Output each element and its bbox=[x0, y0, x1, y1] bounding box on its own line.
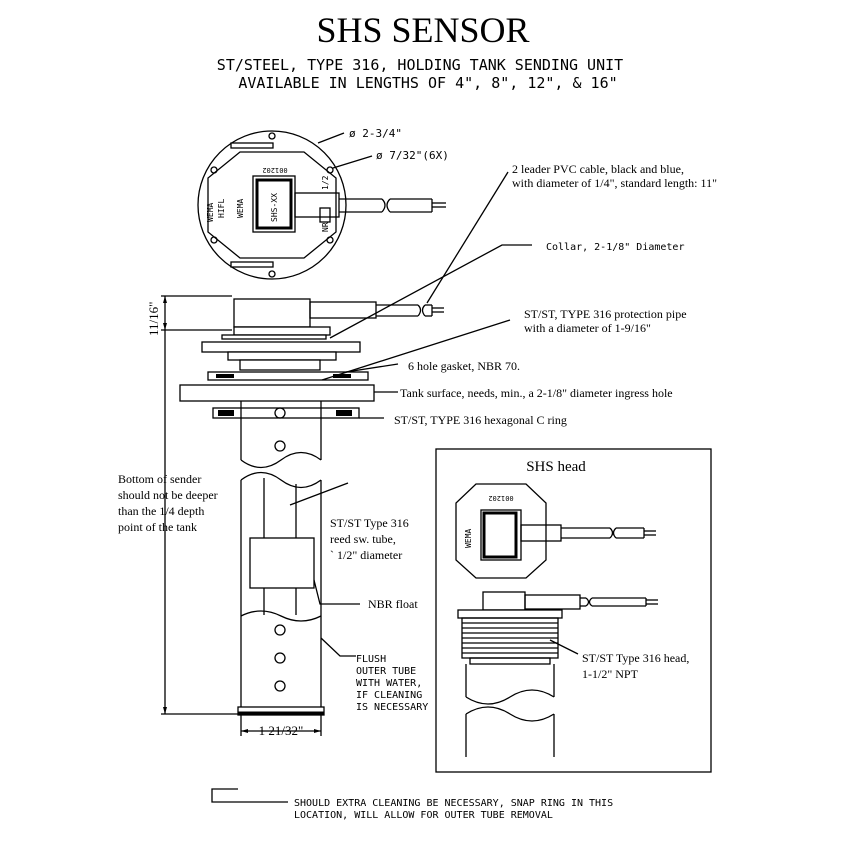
callouts: 2 leader PVC cable, black and blue, with… bbox=[118, 162, 717, 821]
mount-hole bbox=[326, 166, 334, 174]
flush-note-line5: IS NECESSARY bbox=[356, 702, 428, 713]
clamp-bar bbox=[230, 261, 274, 268]
flush-note-line3: WITH WATER, bbox=[356, 678, 422, 689]
bottom-note-line1: Bottom of sender bbox=[118, 472, 201, 486]
c-ring-note: ST/ST, TYPE 316 hexagonal C ring bbox=[394, 413, 567, 427]
head-code-label: 001202 bbox=[488, 494, 513, 502]
break-line bbox=[240, 471, 322, 489]
head-note-line2: 1-1/2" NPT bbox=[582, 667, 639, 681]
pipe-note-line1: ST/ST, TYPE 316 protection pipe bbox=[524, 307, 687, 321]
top-half-label: 1/2 bbox=[321, 175, 330, 190]
snap-ring-note-line1: SHOULD EXTRA CLEANING BE NECESSARY, SNAP… bbox=[294, 798, 613, 809]
head-detail-frame bbox=[435, 448, 712, 773]
c-ring bbox=[212, 407, 360, 419]
top-brand-label-3: WEMA bbox=[236, 199, 245, 218]
pipe-note-line2: with a diameter of 1-9/16" bbox=[524, 321, 651, 335]
dim-hole-diameter: ø 7/32"(6X) bbox=[376, 149, 449, 162]
head-side-cap bbox=[482, 591, 526, 611]
mount-hole bbox=[268, 132, 276, 140]
collar-neck bbox=[239, 359, 321, 371]
thread-base bbox=[469, 657, 551, 665]
bottom-note-line2: should not be deeper bbox=[118, 488, 218, 502]
tank-surface-note: Tank surface, needs, min., a 2-1/8" diam… bbox=[400, 386, 673, 400]
c-ring-slot bbox=[218, 410, 234, 416]
gasket-note: 6 hole gasket, NBR 70. bbox=[408, 359, 520, 373]
hex-nut-outline bbox=[207, 151, 337, 259]
top-view: 001202 SHS-XX WEMA HIFL WEMA 1/2 NR ø 2-… bbox=[197, 127, 449, 280]
reed-note-line2: reed sw. tube, bbox=[330, 532, 396, 546]
top-brand-label-1: WEMA bbox=[206, 203, 215, 222]
drawing-title: SHS SENSOR bbox=[316, 10, 529, 50]
head-side-gland bbox=[524, 594, 581, 610]
head-flange bbox=[457, 609, 563, 619]
snap-ring-note-line2: LOCATION, WILL ALLOW FOR OUTER TUBE REMO… bbox=[294, 810, 553, 821]
side-view: 1 21/32" 11/16" bbox=[146, 295, 444, 738]
gland-nut bbox=[319, 207, 331, 223]
mount-hole bbox=[268, 270, 276, 278]
bottom-cap bbox=[237, 706, 325, 716]
head-note-line1: ST/ST Type 316 head, bbox=[582, 651, 689, 665]
head-block-inner bbox=[482, 511, 518, 559]
head-brand-label: WEMA bbox=[464, 529, 473, 548]
head-detail-title: SHS head bbox=[526, 459, 586, 475]
dim-top-label: 11/16" bbox=[146, 302, 161, 336]
top-model-label: SHS-XX bbox=[270, 193, 279, 222]
bottom-note-line3: than the 1/4 depth bbox=[118, 504, 204, 518]
collar-lip bbox=[221, 334, 327, 340]
collar-step bbox=[227, 351, 337, 361]
flush-note-line1: FLUSH bbox=[356, 654, 386, 665]
cable-gland-side bbox=[309, 301, 377, 319]
break-line bbox=[240, 451, 322, 469]
pipe-hole bbox=[274, 440, 286, 452]
top-brand-label-2: HIFL bbox=[217, 199, 226, 218]
break-line bbox=[465, 706, 555, 722]
shs-head-detail: SHS head 001202 WEMA bbox=[435, 448, 712, 773]
mount-hole bbox=[326, 236, 334, 244]
mount-hole bbox=[210, 166, 218, 174]
cable-note-line2: with diameter of 1/4", standard length: … bbox=[512, 176, 717, 190]
flange-outer-circle bbox=[197, 130, 347, 280]
cable-note-line1: 2 leader PVC cable, black and blue, bbox=[512, 162, 684, 176]
collar-ring bbox=[233, 326, 331, 336]
subtitle-line1: ST/STEEL, TYPE 316, HOLDING TANK SENDING… bbox=[217, 56, 623, 74]
head-cap bbox=[233, 298, 311, 328]
collar-note: Collar, 2-1/8" Diameter bbox=[546, 242, 684, 253]
pipe-hole bbox=[274, 624, 286, 636]
mount-hole bbox=[210, 236, 218, 244]
head-gland bbox=[520, 524, 562, 542]
reed-note-line1: ST/ST Type 316 bbox=[330, 516, 409, 530]
dim-width-label: 1 21/32" bbox=[259, 723, 304, 738]
gasket-hole bbox=[333, 374, 351, 378]
collar-plate bbox=[201, 341, 361, 353]
top-code-label: 001202 bbox=[262, 166, 287, 174]
head-block-inner bbox=[255, 178, 293, 230]
pipe-hole bbox=[274, 407, 286, 419]
flush-note-line2: OUTER TUBE bbox=[356, 666, 416, 677]
c-ring-slot bbox=[336, 410, 352, 416]
gasket-hole bbox=[216, 374, 234, 378]
reed-note-line3: ` 1/2" diameter bbox=[330, 548, 402, 562]
break-line bbox=[465, 689, 555, 705]
tank-surface bbox=[179, 384, 375, 402]
pipe-hole bbox=[274, 680, 286, 692]
top-nr-label: NR bbox=[321, 222, 330, 232]
clamp-bar bbox=[230, 142, 274, 149]
pipe-hole bbox=[274, 652, 286, 664]
float-note: NBR float bbox=[368, 597, 418, 611]
nbr-float bbox=[249, 537, 315, 589]
bottom-note-line4: point of the tank bbox=[118, 520, 197, 534]
head-octagon bbox=[455, 483, 547, 579]
break-line bbox=[240, 610, 322, 622]
dim-outer-diameter: ø 2-3/4" bbox=[349, 127, 402, 140]
gasket bbox=[207, 371, 369, 381]
flush-note-line4: IF CLEANING bbox=[356, 690, 422, 701]
cable-gland bbox=[294, 192, 340, 218]
subtitle-line2: AVAILABLE IN LENGTHS OF 4", 8", 12", & 1… bbox=[238, 74, 617, 92]
